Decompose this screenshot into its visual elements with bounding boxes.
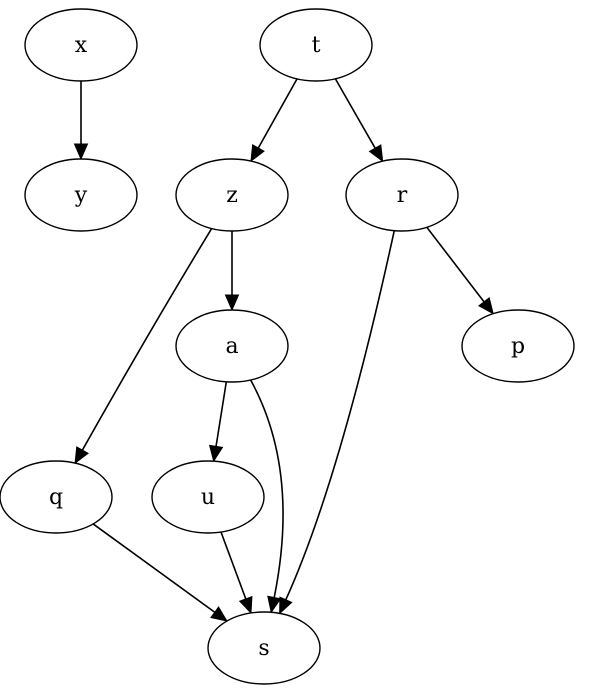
edge-line [257,78,298,149]
arrowhead-icon [267,595,282,614]
edge-line [215,381,228,447]
edge-line [92,523,216,613]
edge-q-s [92,523,228,622]
node-u: u [151,460,265,534]
node-ellipse [24,158,138,232]
node-ellipse [207,611,321,685]
node-p: p [461,309,575,383]
node-label: z [226,183,238,208]
edge-z-a [224,231,240,312]
arrowhead-icon [250,144,265,163]
node-label: u [201,485,215,510]
arrowhead-icon [368,144,384,163]
arrowhead-icon [73,143,89,161]
node-x: x [24,8,138,82]
node-z: z [175,158,289,232]
node-ellipse [461,309,575,383]
node-ellipse [175,309,289,383]
nodes-layer: x y t z r a p q u s [0,8,575,685]
edge-u-s [220,531,253,615]
node-label: s [258,636,269,661]
edge-line [249,379,284,598]
edge-r-p [426,226,494,315]
edge-a-u [208,381,228,463]
node-label: t [312,33,321,58]
edge-line [285,230,396,601]
node-label: q [49,485,63,510]
edge-r-s [279,230,396,615]
edge-t-z [250,78,298,163]
edge-a-s [249,379,284,614]
node-ellipse [0,460,113,534]
edge-line [426,226,485,303]
node-ellipse [24,8,138,82]
arrowhead-icon [224,294,240,312]
arrowhead-icon [210,606,228,622]
arrowhead-icon [279,596,293,615]
node-ellipse [345,158,459,232]
node-t: t [259,8,373,82]
edge-line [220,531,247,600]
node-ellipse [175,158,289,232]
edge-x-y [73,81,89,161]
edge-line [81,228,213,451]
node-ellipse [259,8,373,82]
node-label: x [75,33,88,58]
node-ellipse [151,460,265,534]
node-label: y [74,183,88,208]
node-label: p [511,334,525,359]
node-s: s [207,611,321,685]
arrowhead-icon [238,595,253,615]
arrowhead-icon [208,444,224,463]
edge-z-q [74,228,213,465]
node-a: a [175,309,289,383]
edges-layer [73,78,494,622]
node-y: y [24,158,138,232]
node-label: r [397,183,408,208]
node-q: q [0,460,113,534]
node-r: r [345,158,459,232]
arrowhead-icon [74,446,89,465]
node-label: a [225,334,238,359]
arrowhead-icon [478,297,494,315]
edge-line [334,78,376,149]
edge-t-r [334,78,384,163]
